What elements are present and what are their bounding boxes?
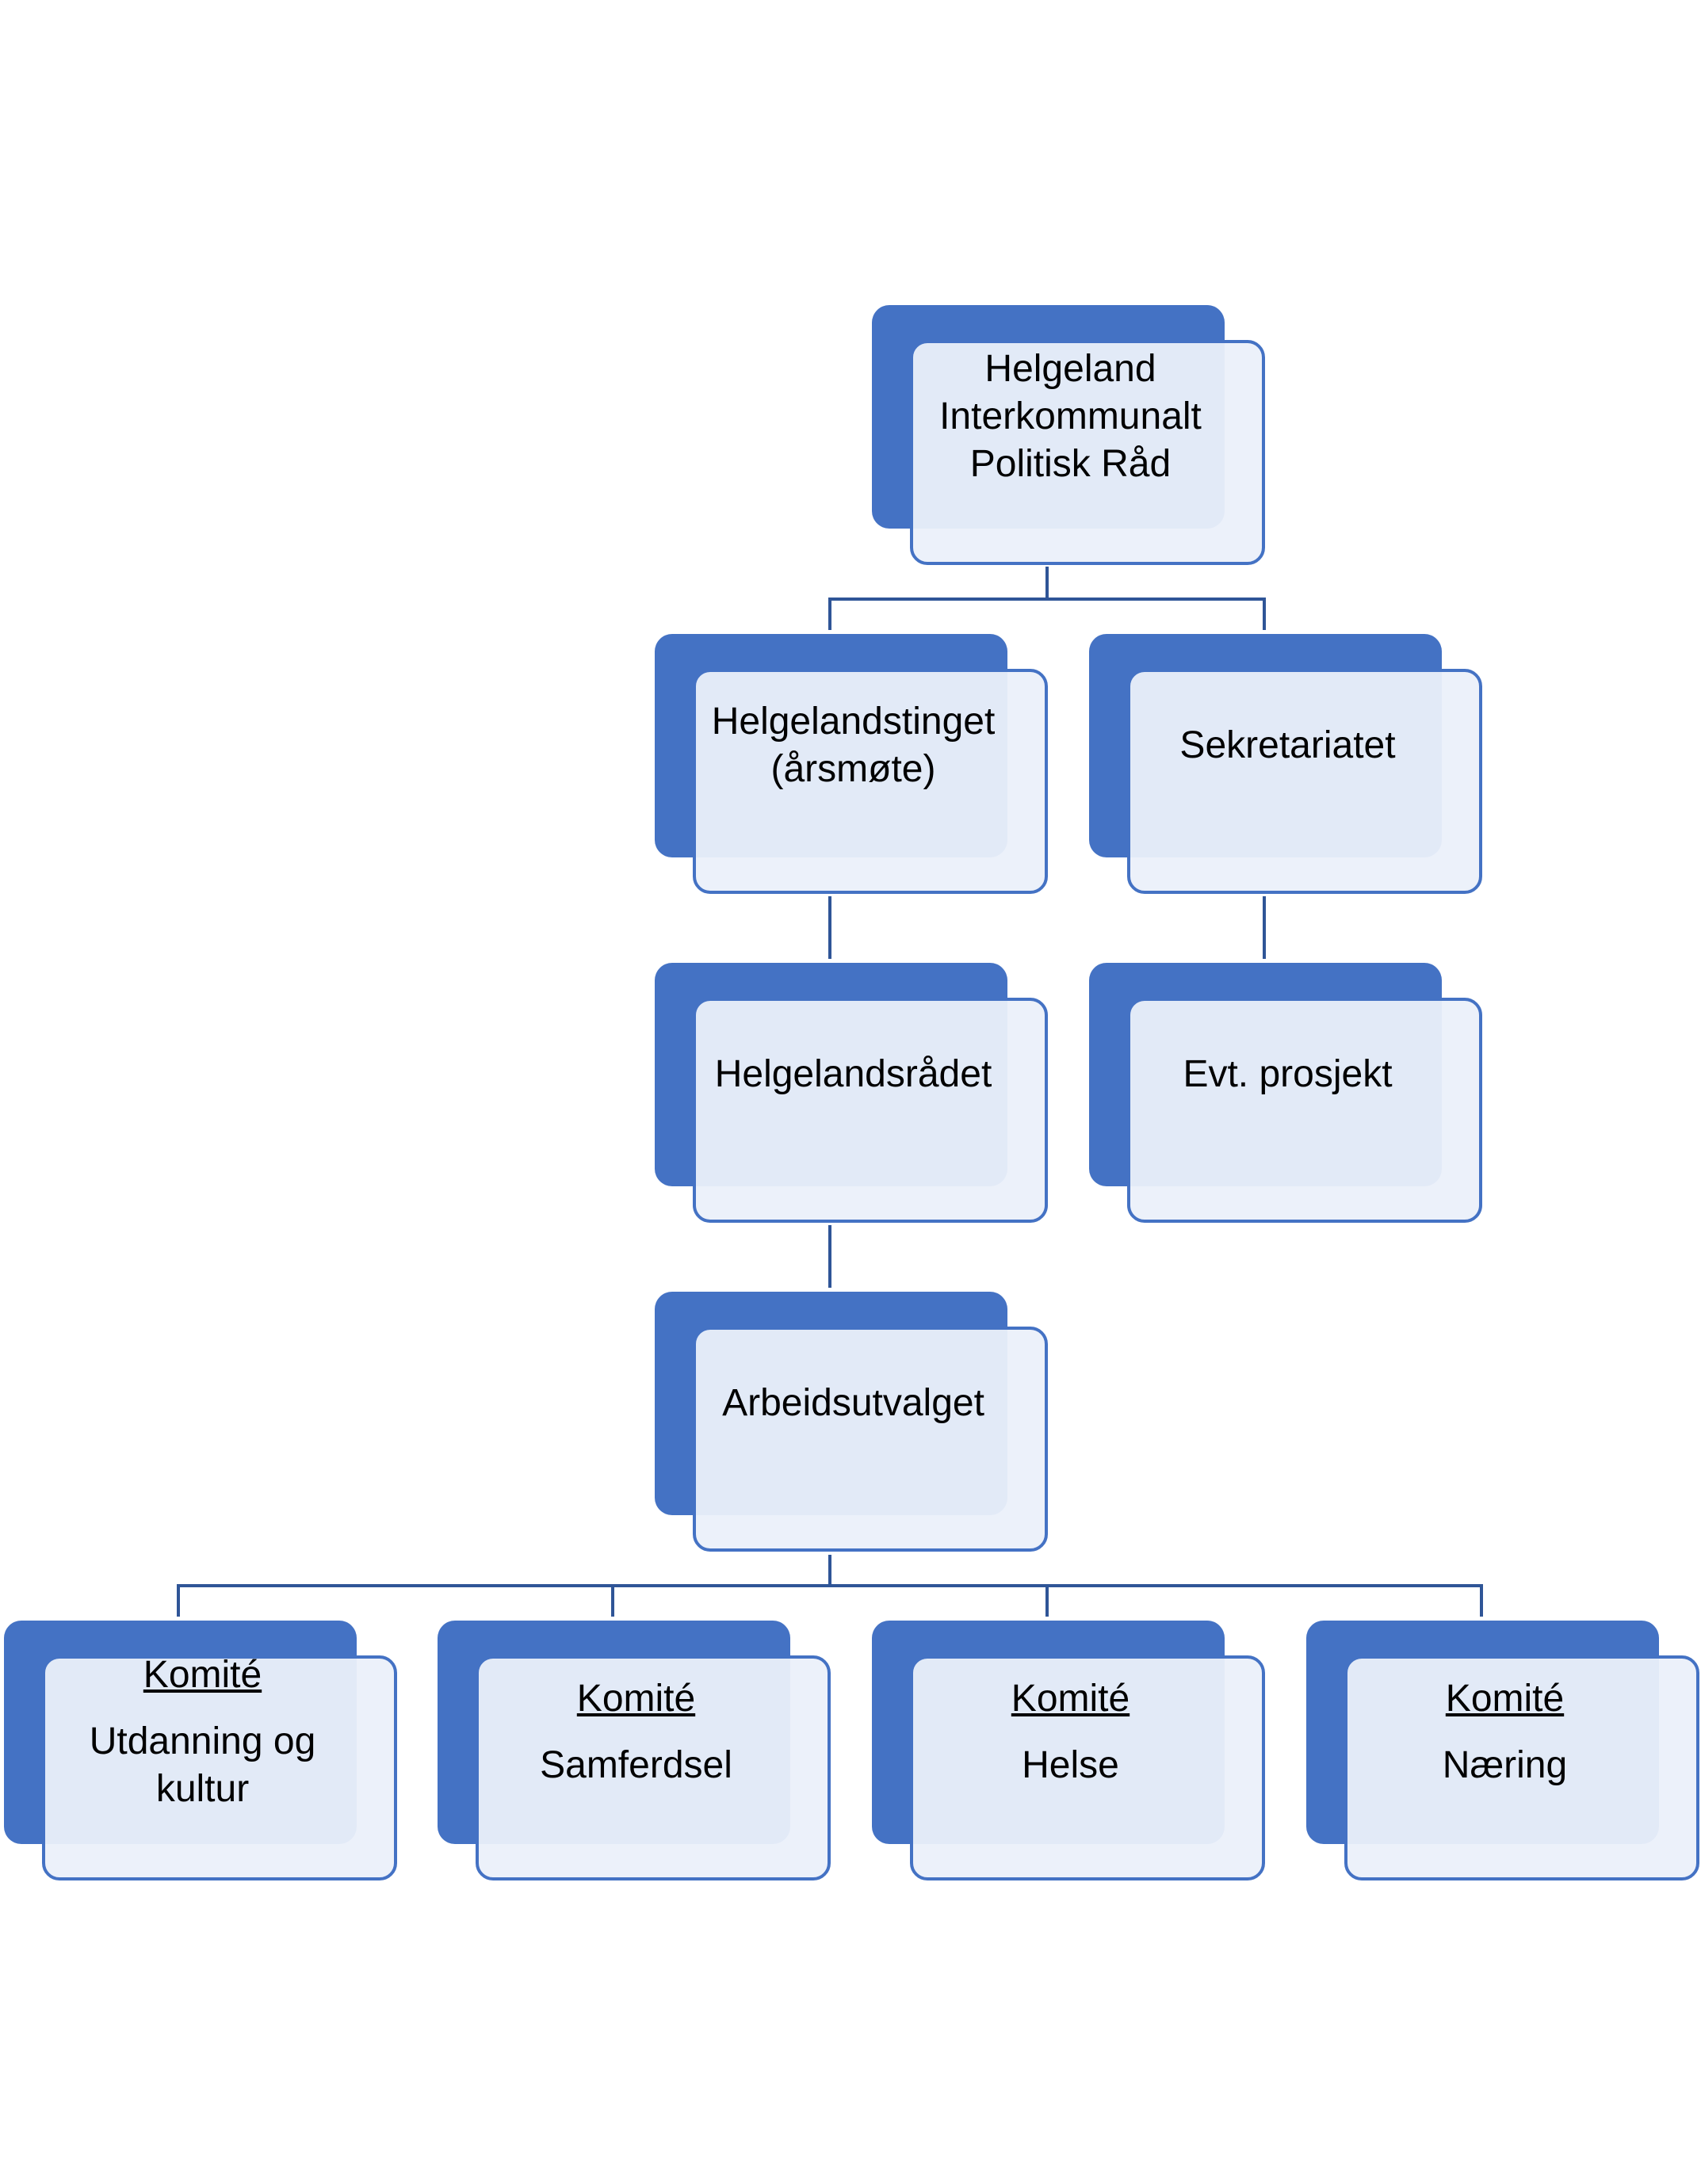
node-front-shape [42, 1655, 397, 1880]
node-heading: Komité [1011, 1678, 1130, 1720]
node-heading: Komité [576, 1678, 696, 1720]
node-text: Næring [1442, 1744, 1568, 1786]
node-sekretariatet: Sekretariatet [1089, 634, 1482, 895]
node-label: Helgeland Interkommunalt Politisk Råd [910, 305, 1231, 529]
node-front-shape [1127, 669, 1482, 894]
node-front-shape [693, 669, 1048, 894]
node-front-shape [910, 340, 1265, 565]
node-label: Helgelandsrådet [693, 963, 1014, 1186]
node-text: Helgeland Interkommunalt Politisk Råd [939, 348, 1202, 485]
node-text: Samferdsel [540, 1744, 732, 1786]
node-front-shape [1344, 1655, 1699, 1880]
node-komite-samferdsel: Komité Samferdsel [438, 1621, 831, 1882]
connector-committee-bar [177, 1584, 1483, 1617]
node-front-shape [476, 1655, 831, 1880]
node-label: Komité Samferdsel [476, 1621, 797, 1844]
node-text: Helgelandsrådet [714, 1053, 992, 1095]
node-label: Evt. prosjekt [1127, 963, 1448, 1186]
node-helgelandsradet: Helgelandsrådet [655, 963, 1048, 1224]
node-prosjekt: Evt. prosjekt [1089, 963, 1482, 1224]
node-front-shape [693, 998, 1048, 1223]
node-label: Komité Næring [1344, 1621, 1665, 1844]
node-text: Helse [1022, 1744, 1119, 1786]
node-heading: Komité [1445, 1678, 1565, 1720]
node-front-shape [1127, 998, 1482, 1223]
connector-level2-bar [828, 598, 1266, 630]
node-komite-utdanning: Komité Utdanning og kultur [4, 1621, 397, 1882]
node-front-shape [693, 1327, 1048, 1552]
node-label: Arbeidsutvalget [693, 1292, 1014, 1515]
node-label: Komité Helse [910, 1621, 1231, 1844]
node-komite-naering: Komité Næring [1306, 1621, 1699, 1882]
node-text: Sekretariatet [1179, 724, 1396, 766]
node-label: Komité Utdanning og kultur [42, 1621, 363, 1844]
node-heading: Komité [143, 1654, 262, 1696]
node-text: Helgelandstinget (årsmøte) [711, 701, 996, 790]
node-arbeidsutvalget: Arbeidsutvalget [655, 1292, 1048, 1553]
node-helgelandstinget: Helgelandstinget (årsmøte) [655, 634, 1048, 895]
node-text: Utdanning og kultur [89, 1720, 316, 1810]
node-komite-helse: Komité Helse [872, 1621, 1265, 1882]
node-text: Arbeidsutvalget [722, 1382, 984, 1424]
node-text: Evt. prosjekt [1183, 1053, 1393, 1095]
node-root: Helgeland Interkommunalt Politisk Råd [872, 305, 1265, 567]
node-front-shape [910, 1655, 1265, 1880]
node-label: Sekretariatet [1127, 634, 1448, 857]
node-label: Helgelandstinget (årsmøte) [693, 634, 1014, 857]
